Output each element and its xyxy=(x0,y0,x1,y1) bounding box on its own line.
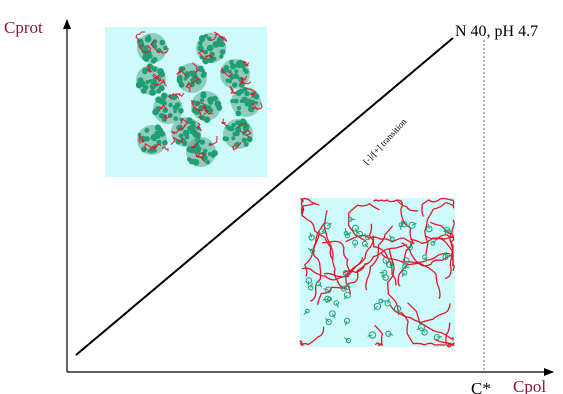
protein-blob xyxy=(402,257,410,265)
protein-blob xyxy=(343,317,351,326)
polymer-network-panel xyxy=(299,197,456,348)
protein-blob xyxy=(323,286,332,294)
protein-polymer-complex xyxy=(196,31,228,65)
polymer-chain xyxy=(407,302,454,341)
protein-polymer-complex xyxy=(220,118,253,151)
protein-blob xyxy=(364,233,371,241)
protein-blob xyxy=(442,251,449,260)
protein-polymer-complex xyxy=(135,63,168,96)
polymer-chain xyxy=(401,242,441,300)
protein-blob xyxy=(338,285,347,292)
protein-polymer-complex xyxy=(137,124,169,155)
protein-blob xyxy=(315,281,323,288)
protein-blob xyxy=(308,282,314,291)
protein-blob xyxy=(385,330,394,337)
protein-polymer-complex xyxy=(170,117,203,147)
protein-polymer-complex xyxy=(229,85,263,117)
polymer-chain xyxy=(430,221,454,280)
protein-blob xyxy=(378,298,386,304)
protein-blob xyxy=(380,274,389,281)
polymer-chain xyxy=(300,197,320,206)
protein-blob xyxy=(352,224,359,234)
protein-blob xyxy=(305,277,313,286)
x-axis-label: Cpol xyxy=(513,377,546,394)
protein-blob xyxy=(324,222,332,230)
polymer-chain xyxy=(373,199,419,212)
critical-concentration-label: C* xyxy=(471,379,491,394)
protein-blob xyxy=(393,305,402,314)
protein-polymer-complex xyxy=(220,59,252,89)
polymer-chain xyxy=(389,303,451,323)
polymer-chain xyxy=(387,247,400,315)
protein-blob xyxy=(373,302,382,311)
protein-blob xyxy=(398,222,404,230)
protein-blob xyxy=(329,310,336,319)
protein-blob xyxy=(388,234,395,242)
protein-blob xyxy=(408,221,417,229)
protein-blob xyxy=(401,270,408,278)
polymer-chain xyxy=(309,233,322,302)
polymer-chain xyxy=(400,311,446,346)
protein-blob xyxy=(361,240,369,248)
polymer-chain xyxy=(424,202,454,255)
polymer-chain xyxy=(445,322,454,348)
polymer-chain xyxy=(435,234,455,265)
polymer-chain xyxy=(374,324,384,347)
protein-blob xyxy=(384,298,391,307)
polymer-chain xyxy=(300,202,316,215)
protein-blob xyxy=(322,295,332,303)
protein-blob xyxy=(307,248,316,254)
protein-blob xyxy=(318,228,327,235)
protein-polymer-complex xyxy=(152,92,185,124)
protein-blob xyxy=(303,308,310,316)
protein-blob xyxy=(352,239,359,248)
protein-blob xyxy=(344,231,352,239)
polymer-chain xyxy=(323,235,375,278)
protein-blob xyxy=(342,270,349,278)
polymer-chain xyxy=(323,221,347,290)
protein-blob xyxy=(402,264,410,270)
protein-blob xyxy=(430,239,437,246)
complex-aggregates-panel xyxy=(105,27,267,177)
polymer-chain xyxy=(321,240,352,294)
protein-blob xyxy=(325,317,332,326)
polymer-chain xyxy=(343,244,408,274)
transition-label: [-]/[+] transition xyxy=(361,116,409,166)
protein-blob xyxy=(382,256,390,266)
polymer-chain xyxy=(299,326,325,346)
polymer-chain xyxy=(345,234,415,244)
protein-blob xyxy=(333,300,339,308)
polymer-chain xyxy=(410,219,455,244)
polymer-chain xyxy=(421,197,455,217)
protein-blob xyxy=(443,229,451,235)
protein-blob xyxy=(400,220,408,228)
transition-line xyxy=(75,37,454,356)
protein-blob xyxy=(416,323,426,332)
y-axis-label: Cprot xyxy=(4,18,43,37)
protein-polymer-complex xyxy=(190,91,223,123)
protein-blob xyxy=(408,242,413,251)
protein-polymer-complex xyxy=(176,62,207,93)
polymer-chain xyxy=(368,223,397,286)
protein-blob xyxy=(344,337,352,344)
protein-blob xyxy=(308,232,315,241)
protein-blob xyxy=(426,223,433,233)
polymer-chain xyxy=(365,225,394,291)
polymer-chain xyxy=(347,202,380,242)
protein-blob xyxy=(347,216,356,222)
condition-label: N 40, pH 4.7 xyxy=(455,23,538,40)
protein-blob xyxy=(422,254,428,262)
protein-blob xyxy=(433,334,442,340)
protein-blob xyxy=(343,291,351,300)
protein-blob xyxy=(367,331,377,339)
protein-polymer-complex xyxy=(135,31,169,64)
